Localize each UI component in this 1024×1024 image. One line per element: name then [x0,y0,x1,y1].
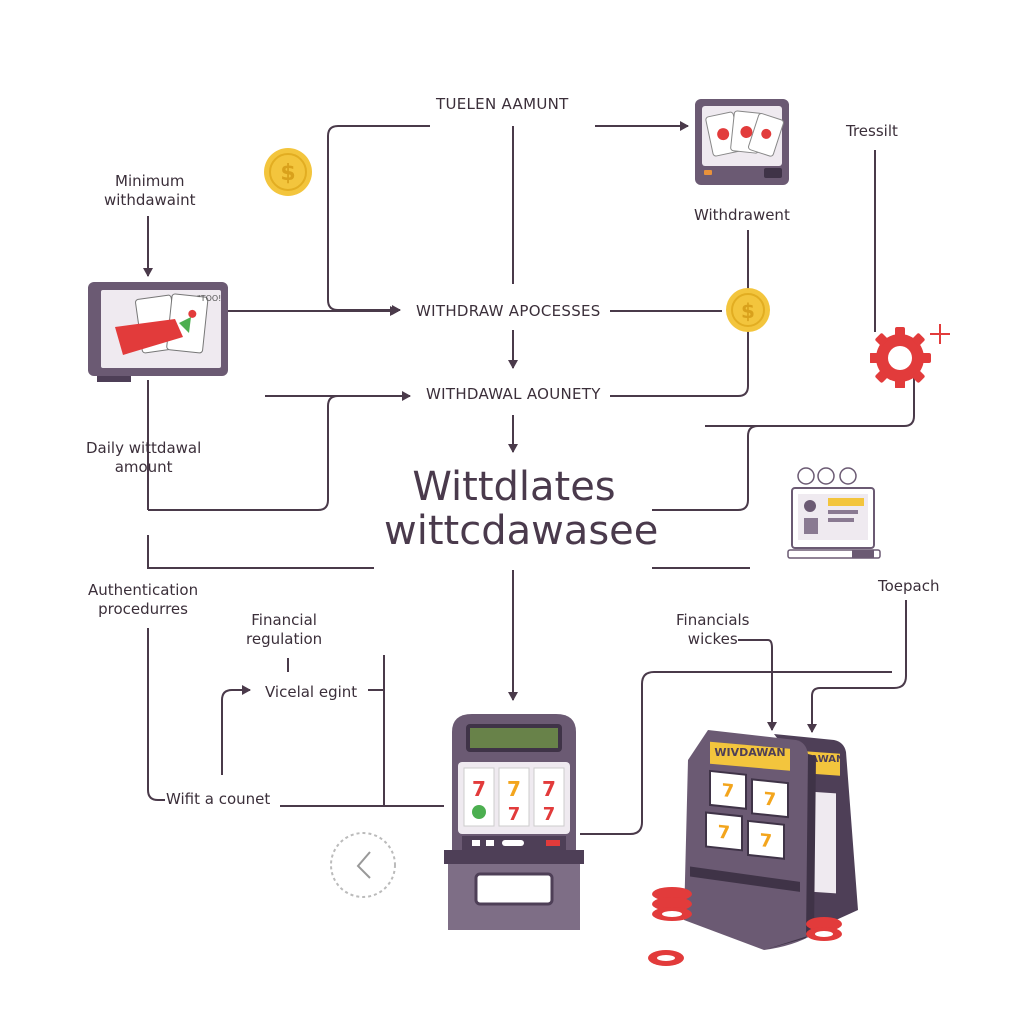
svg-text:7: 7 [542,777,556,801]
label-authentication: Authentication procedurres [88,581,199,618]
label-tressilt: Tressilt [846,122,898,140]
svg-text:7: 7 [764,789,777,811]
slot-machine-icon: 7 7 7 7 7 [444,714,584,930]
slot-machine-icon: WIVDAWAN WIVDAWAN 7 7 7 7 [648,730,858,966]
tablet-cards-icon: "TOO! [88,282,228,382]
machine-banner-text: WIVDAWAN [714,746,785,759]
svg-text:$: $ [741,299,755,323]
svg-text:7: 7 [760,830,773,852]
label-daily-withdrawal: Daily wittdawal amount [86,439,202,476]
coin-icon: $ [726,288,770,332]
svg-text:7: 7 [507,777,521,801]
svg-text:7: 7 [472,777,486,801]
svg-text:"TOO!: "TOO! [197,294,221,303]
label-financials-wickes: Financials wickes [676,611,750,648]
label-financial-regulation: Financial regulation [246,611,323,648]
card-table-icon [695,99,789,185]
label-wifit-counet: Wifit a counet [166,790,271,808]
label-withdawal-aounety: WITHDAWAL AOUNETY [426,385,601,403]
label-toepach: Toepach [878,577,940,595]
svg-text:7: 7 [508,804,521,825]
title-line-2: wittcdawasee [384,508,659,554]
svg-text:7: 7 [722,780,735,802]
label-minimum-withdrawal: Minimum withdawaint [104,172,196,209]
clock-icon [330,832,396,898]
coin-icon: $ [264,148,312,196]
label-top-amount: TUELEN AAMUNT [436,95,569,113]
label-withdraw-processes: WITHDRAW APOCESSES [416,302,601,320]
label-withdrawent: Withdrawent [694,206,790,224]
svg-text:7: 7 [718,822,731,844]
title-line-1: Wittdlates [412,464,616,510]
computer-icon [787,467,881,559]
poker-chip-icon [870,324,950,388]
label-vicelal-egint: Vicelal egint [265,683,358,701]
svg-text:$: $ [280,161,295,186]
svg-text:7: 7 [543,804,556,825]
